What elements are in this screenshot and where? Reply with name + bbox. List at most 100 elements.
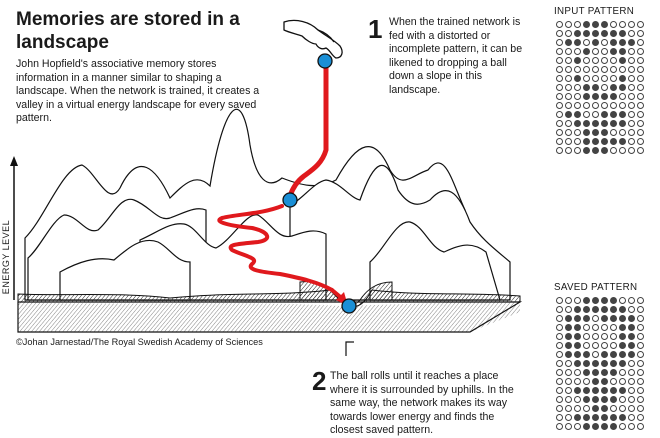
pattern-pixel (601, 333, 608, 340)
pattern-pixel (592, 21, 599, 28)
pattern-pixel (565, 360, 572, 367)
pattern-pixel (592, 333, 599, 340)
pattern-pixel (592, 315, 599, 322)
pattern-pixel (628, 129, 635, 136)
pattern-pixel (628, 324, 635, 331)
pattern-pixel (592, 306, 599, 313)
pattern-pixel (637, 75, 644, 82)
pattern-pixel (583, 30, 590, 37)
pattern-pixel (601, 102, 608, 109)
pattern-pixel (556, 147, 563, 154)
pattern-pixel (592, 387, 599, 394)
pattern-pixel (601, 84, 608, 91)
pattern-pixel (574, 414, 581, 421)
pattern-pixel (619, 93, 626, 100)
pattern-pixel (610, 396, 617, 403)
pattern-pixel (556, 111, 563, 118)
pattern-pixel (592, 138, 599, 145)
pattern-pixel (619, 306, 626, 313)
pattern-pixel (556, 369, 563, 376)
pattern-pixel (574, 129, 581, 136)
pattern-pixel (556, 84, 563, 91)
pattern-pixel (628, 369, 635, 376)
pattern-pixel (583, 84, 590, 91)
pattern-pixel (583, 423, 590, 430)
pattern-pixel (556, 39, 563, 46)
pattern-pixel (637, 93, 644, 100)
pattern-pixel (556, 423, 563, 430)
pattern-pixel (556, 57, 563, 64)
pattern-pixel (610, 147, 617, 154)
pattern-pixel (619, 333, 626, 340)
pattern-pixel (637, 378, 644, 385)
pattern-pixel (619, 369, 626, 376)
pattern-pixel (565, 369, 572, 376)
pattern-pixel (592, 30, 599, 37)
pattern-pixel (565, 405, 572, 412)
pattern-pixel (556, 75, 563, 82)
step-2-number: 2 (312, 366, 327, 396)
pattern-pixel (619, 351, 626, 358)
pattern-pixel (565, 324, 572, 331)
ball-icon (282, 53, 357, 314)
pattern-pixel (583, 360, 590, 367)
pattern-pixel (628, 66, 635, 73)
pattern-pixel (610, 423, 617, 430)
pattern-pixel (574, 111, 581, 118)
pattern-pixel (619, 57, 626, 64)
pattern-pixel (592, 297, 599, 304)
pattern-pixel (583, 333, 590, 340)
pattern-pixel (601, 396, 608, 403)
pattern-pixel (574, 102, 581, 109)
pattern-pixel (556, 129, 563, 136)
pattern-pixel (619, 21, 626, 28)
pattern-pixel (583, 102, 590, 109)
pattern-pixel (601, 423, 608, 430)
pattern-pixel (619, 342, 626, 349)
pattern-pixel (619, 30, 626, 37)
energy-axis (10, 156, 18, 300)
pattern-pixel (592, 120, 599, 127)
pattern-pixel (637, 324, 644, 331)
pattern-pixel (619, 297, 626, 304)
pattern-pixel (592, 147, 599, 154)
pattern-pixel (619, 315, 626, 322)
pattern-pixel (628, 102, 635, 109)
pattern-pixel (628, 138, 635, 145)
pattern-pixel (637, 315, 644, 322)
pattern-pixel (610, 351, 617, 358)
pattern-pixel (637, 297, 644, 304)
pattern-pixel (601, 378, 608, 385)
pattern-pixel (610, 387, 617, 394)
pattern-pixel (556, 66, 563, 73)
pattern-pixel (619, 360, 626, 367)
pattern-pixel (565, 396, 572, 403)
pattern-pixel (592, 39, 599, 46)
pattern-pixel (556, 414, 563, 421)
pattern-pixel (619, 111, 626, 118)
pattern-pixel (583, 39, 590, 46)
pattern-pixel (565, 423, 572, 430)
pattern-pixel (601, 48, 608, 55)
pattern-pixel (601, 405, 608, 412)
pattern-pixel (556, 360, 563, 367)
pattern-pixel (592, 360, 599, 367)
pattern-pixel (574, 351, 581, 358)
pattern-pixel (565, 315, 572, 322)
pattern-pixel (628, 84, 635, 91)
pattern-pixel (628, 75, 635, 82)
pattern-pixel (628, 405, 635, 412)
pattern-pixel (628, 111, 635, 118)
pattern-pixel (583, 147, 590, 154)
pattern-pixel (556, 30, 563, 37)
pattern-pixel (601, 369, 608, 376)
pattern-pixel (583, 414, 590, 421)
pattern-pixel (574, 93, 581, 100)
pattern-pixel (628, 315, 635, 322)
image-credit: ©Johan Jarnestad/The Royal Swedish Acade… (16, 337, 263, 347)
pattern-pixel (556, 324, 563, 331)
pattern-pixel (628, 423, 635, 430)
pattern-pixel (628, 414, 635, 421)
pattern-pixel (628, 57, 635, 64)
pattern-pixel (619, 324, 626, 331)
